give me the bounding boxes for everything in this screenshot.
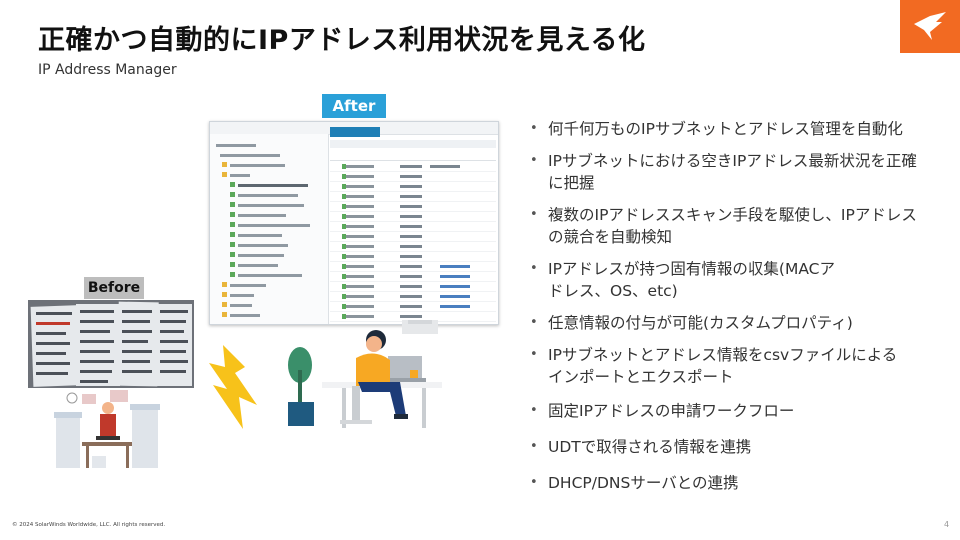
list-item: IPアドレスが持つ固有情報の収集(MACアドレス、OS、etc) [530,258,848,302]
list-item: IPサブネットとアドレス情報をcsvファイルによるインポートとエクスポート [530,344,898,388]
copyright-footer: © 2024 SolarWinds Worldwide, LLC. All ri… [12,522,166,528]
before-label: Before [84,277,144,299]
paper-stacks-illustration [54,390,160,468]
app-toolbar [330,140,496,148]
list-item: 任意情報の付与が可能(カスタムプロパティ) [530,312,930,334]
app-tab-active [330,127,380,137]
feature-list: 何千何万ものIPサブネットとアドレス管理を自動化 IPサブネットにおける空きIP… [530,118,930,504]
list-item-text: IPアドレスが持つ固有情報の収集(MACアドレス、OS、etc) [548,260,835,300]
app-grid-header [330,152,496,161]
before-spreadsheet-image [28,300,194,388]
lightning-bolt-icon [209,345,257,429]
solarwinds-bird-logo-icon [914,12,946,40]
list-item-text: IPサブネットとアドレス情報をcsvファイルによるインポートとエクスポート [548,346,898,386]
after-label: After [322,94,386,118]
person-at-laptop-illustration [288,320,442,428]
list-item: 複数のIPアドレススキャン手段を駆使し、IPアドレスの競合を自動検知 [530,204,928,248]
list-item-text: UDTで取得される情報を連携 [548,438,752,456]
list-item: 何千何万ものIPサブネットとアドレス管理を自動化 [530,118,930,140]
list-item: 固定IPアドレスの申請ワークフロー [530,400,930,422]
list-item-text: 何千何万ものIPサブネットとアドレス管理を自動化 [548,120,903,138]
app-tab [382,127,422,137]
list-item: IPサブネットにおける空きIPアドレス最新状況を正確に把握 [530,150,918,194]
solarwinds-logo [900,0,960,53]
list-item-text: IPサブネットにおける空きIPアドレス最新状況を正確に把握 [548,152,917,192]
slide-subtitle: IP Address Manager [38,62,177,78]
list-item: UDTで取得される情報を連携 [530,436,930,458]
list-item-text: 固定IPアドレスの申請ワークフロー [548,402,795,420]
page-number: 4 [944,520,950,529]
list-item: DHCP/DNSサーバとの連携 [530,472,930,494]
app-tree-panel [210,134,329,324]
list-item-text: 複数のIPアドレススキャン手段を駆使し、IPアドレスの競合を自動検知 [548,206,917,246]
slide-title: 正確かつ自動的にIPアドレス利用状況を見える化 [38,25,646,56]
list-item-text: 任意情報の付与が可能(カスタムプロパティ) [548,314,853,332]
ipam-app-screenshot [209,121,499,325]
list-item-text: DHCP/DNSサーバとの連携 [548,474,739,492]
